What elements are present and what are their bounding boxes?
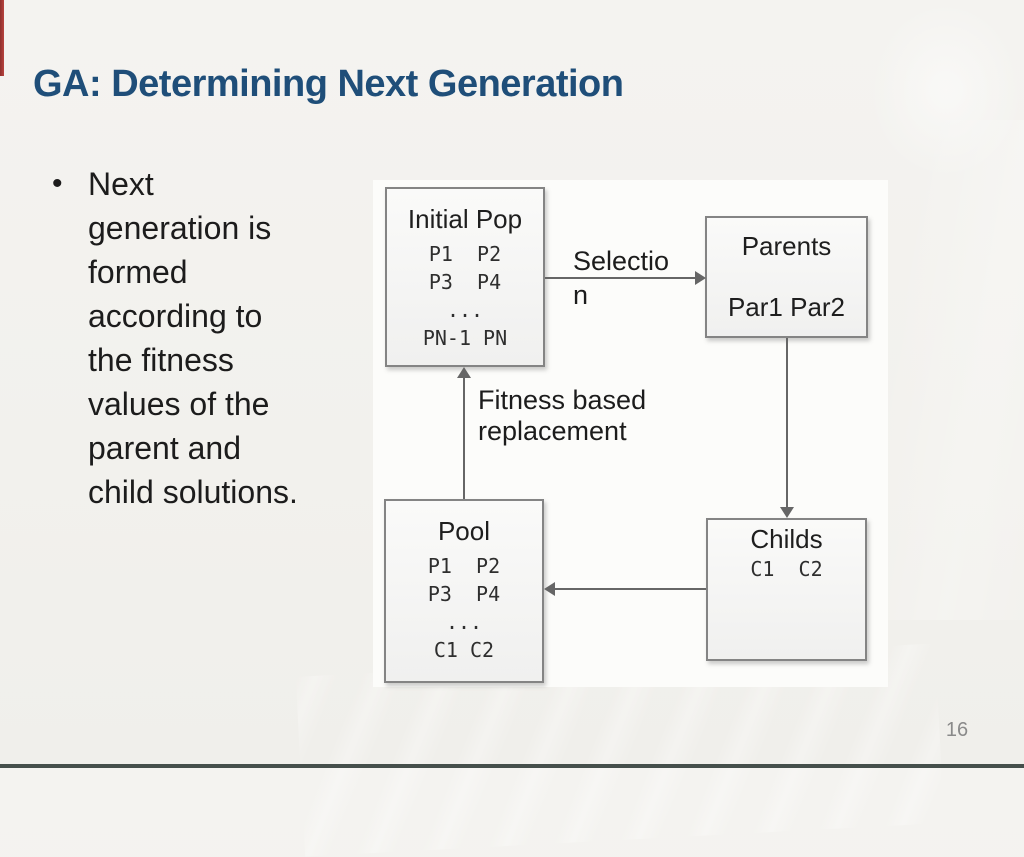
selection-arrow-line — [545, 277, 697, 279]
pool-row: ... — [445, 610, 483, 634]
parents-box: Parents Par1 Par2 — [705, 216, 868, 338]
parents-to-childs-arrow-line — [786, 338, 788, 510]
parents-row: Par1 Par2 — [727, 292, 846, 322]
footer-bar — [0, 764, 1024, 768]
pool-row: P3 P4 — [427, 582, 501, 606]
replacement-label: Fitness based replacement — [478, 385, 646, 447]
selection-arrowhead-icon — [695, 271, 706, 285]
selection-label-line: Selectio — [573, 246, 670, 276]
pool-title: Pool — [437, 516, 491, 546]
parents-title: Parents — [741, 231, 832, 261]
initial-pop-row: P1 P2 — [428, 242, 502, 266]
initial-pop-row: PN-1 PN — [422, 326, 508, 350]
childs-to-pool-arrow-line — [554, 588, 706, 590]
bullet-line: parent and — [88, 430, 242, 466]
selection-label-line: n — [573, 280, 589, 310]
bullet-line: child solutions. — [88, 474, 298, 510]
bullet-marker: • — [52, 167, 63, 200]
initial-pop-title: Initial Pop — [407, 204, 523, 234]
bullet-text: Next generation is formed according to t… — [88, 162, 378, 514]
parents-to-childs-arrowhead-icon — [780, 507, 794, 518]
pool-row: P1 P2 — [427, 554, 501, 578]
initial-pop-row: P3 P4 — [428, 270, 502, 294]
bullet-line: according to — [88, 298, 263, 334]
bullet-line: values of the — [88, 386, 270, 422]
bullet-line: the fitness — [88, 342, 234, 378]
bullet-line: formed — [88, 254, 188, 290]
page-number: 16 — [945, 719, 969, 741]
accent-bar — [0, 0, 4, 76]
childs-box: Childs C1 C2 — [706, 518, 867, 661]
initial-pop-box: Initial Pop P1 P2 P3 P4 ... PN-1 PN — [385, 187, 545, 367]
pool-to-initial-arrowhead-icon — [457, 367, 471, 378]
initial-pop-row: ... — [446, 298, 484, 322]
ga-flow-diagram: Initial Pop P1 P2 P3 P4 ... PN-1 PN Pare… — [373, 180, 888, 687]
replacement-label-line: Fitness based — [478, 385, 647, 415]
childs-to-pool-arrowhead-icon — [544, 582, 555, 596]
slide-title: GA: Determining Next Generation — [33, 63, 624, 106]
pool-row: C1 C2 — [433, 638, 495, 662]
bullet-line: Next — [88, 166, 154, 202]
childs-title: Childs — [750, 524, 823, 554]
bullet-line: generation is — [88, 210, 272, 246]
pool-to-initial-arrow-line — [463, 375, 465, 499]
childs-row: C1 C2 — [750, 557, 823, 581]
selection-label: Selectio n — [573, 244, 669, 312]
replacement-label-line: replacement — [478, 416, 627, 446]
pool-box: Pool P1 P2 P3 P4 ... C1 C2 — [384, 499, 544, 683]
